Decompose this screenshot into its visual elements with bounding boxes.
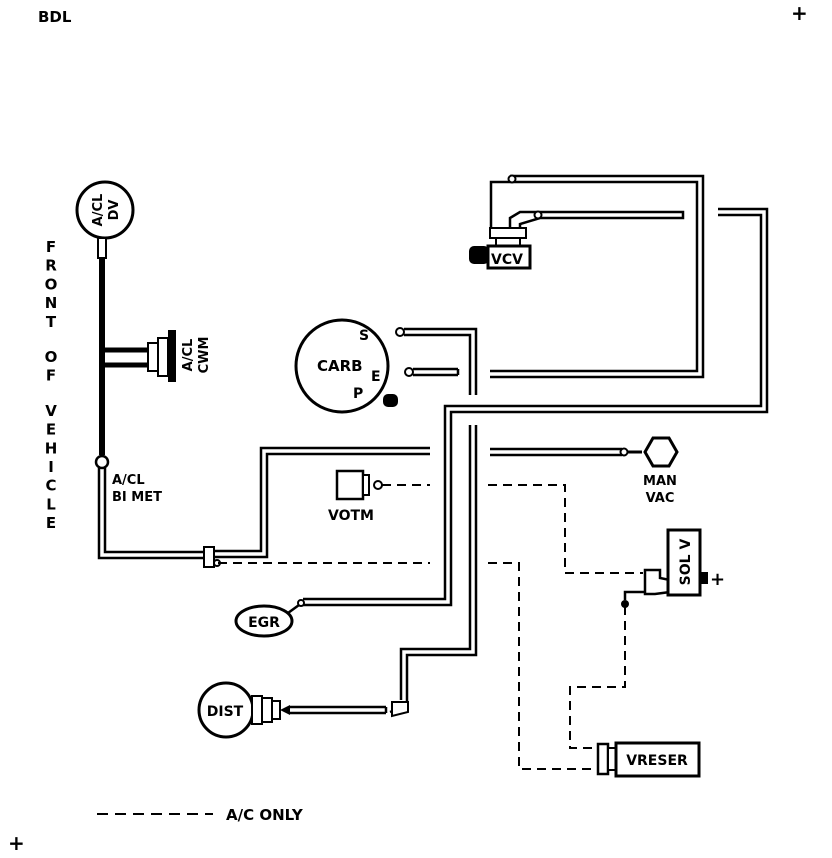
side-label-letter: F — [46, 238, 56, 256]
man-vac-fitting — [619, 447, 629, 457]
registration-mark-top: + — [791, 1, 808, 25]
hose-man-vac — [490, 447, 622, 457]
sol-v-label: SOL V — [678, 539, 694, 586]
solenoid-valve: SOL V + — [643, 528, 725, 597]
hose-to-dist-inner — [399, 425, 472, 700]
hose-bimet-down-inner — [103, 468, 205, 554]
manifold-vacuum-port: MAN VAC — [643, 436, 679, 506]
legend-ac-only-label: A/C ONLY — [226, 806, 304, 824]
hose-to-dist-outer — [389, 425, 478, 714]
carb-port-e: E — [371, 369, 381, 385]
vacuum-reservoir: VRESER — [596, 741, 701, 778]
acl-bimet-line2: BI MET — [112, 490, 162, 505]
acl-cwm-line2: CWM — [197, 337, 212, 374]
registration-mark-bottom: + — [8, 831, 25, 855]
dist-line-fitting — [391, 701, 409, 718]
egr-valve: EGR — [234, 599, 305, 638]
vcv-lower-fitting — [533, 210, 543, 220]
side-label-letter: F — [46, 367, 56, 385]
carb-port-p: P — [353, 386, 363, 402]
hose-carb-s — [404, 327, 478, 395]
votm-label: VOTM — [328, 508, 374, 524]
side-label-letter: E — [46, 514, 56, 532]
hose-vcv-lower — [508, 210, 685, 228]
carb-port-e-fitting — [404, 367, 414, 377]
side-label-letter: N — [45, 294, 58, 312]
sol-v-lower-link — [623, 590, 645, 600]
hose-vcv-upper — [489, 174, 705, 379]
hose-connector-up — [214, 446, 430, 553]
distributor: DIST — [197, 681, 290, 739]
vreser-label: VRESER — [626, 753, 688, 769]
carb-label: CARB — [317, 357, 363, 375]
carburetor: CARB S E P — [294, 318, 414, 414]
acl-dv-line2: DV — [107, 200, 122, 221]
sol-v-terminal: + — [710, 569, 725, 590]
man-vac-line1: MAN — [643, 474, 677, 489]
carb-port-s-fitting — [395, 327, 405, 337]
vcv-label: VCV — [491, 252, 523, 268]
hose-right-loop-inner — [303, 213, 763, 601]
man-vac-line2: VAC — [646, 491, 675, 506]
side-label-letter: O — [45, 348, 58, 366]
carb-port-p-cap — [383, 394, 398, 407]
carb-port-s: S — [359, 328, 369, 344]
sol-v-lower-fitting — [621, 600, 629, 608]
acl-bimet-line1: A/CL — [112, 473, 145, 488]
side-label-letter: L — [46, 495, 56, 513]
acl-dv-valve: A/CL DV — [75, 180, 135, 240]
hose-right-loop-outer — [303, 207, 769, 607]
side-label-letter: O — [45, 275, 58, 293]
vcv-valve: VCV — [469, 227, 532, 270]
egr-label: EGR — [248, 615, 280, 631]
vcv-upper-fitting — [507, 174, 517, 184]
hose-bimet-down — [97, 468, 205, 560]
acl-cwm-sensor: A/CL CWM — [147, 330, 212, 382]
hose-carb-s-inner — [404, 333, 472, 395]
hose-connector-up-inner — [214, 452, 430, 559]
side-label-letter: I — [48, 458, 54, 476]
acl-bimet-node — [94, 454, 110, 470]
hose-carb-e — [413, 367, 460, 377]
acl-cwm-line1: A/CL — [181, 339, 196, 372]
votm-actuator: VOTM — [328, 469, 383, 524]
side-label-letter: V — [45, 402, 57, 420]
ac-only-dashed-hoses — [218, 484, 643, 770]
hose-dv-stem — [97, 237, 107, 259]
legend: A/C ONLY — [97, 806, 304, 824]
acl-dv-line1: A/CL — [91, 194, 106, 227]
side-label-letter: E — [46, 421, 56, 439]
dist-label: DIST — [207, 704, 244, 720]
side-label-letter: T — [46, 313, 57, 331]
side-label-letter: C — [45, 477, 56, 495]
side-label-letter: R — [45, 257, 57, 275]
side-label-letter: H — [45, 439, 58, 457]
hose-dist-line — [290, 705, 388, 715]
diagram-code: BDL — [38, 8, 72, 26]
